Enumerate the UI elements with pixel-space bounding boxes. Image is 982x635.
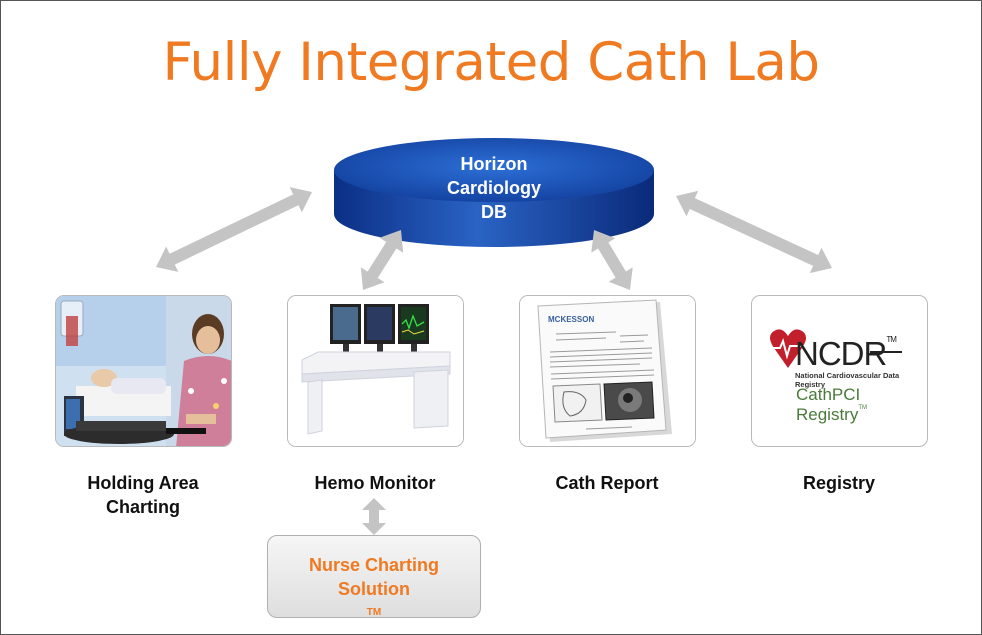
nurse-photo-illustration xyxy=(56,296,231,446)
heart-logo-icon xyxy=(770,329,902,368)
ncdr-subtitle: National Cardiovascular Data Registry xyxy=(795,371,900,389)
cathpci-wordmark: CathPCI RegistryTM xyxy=(796,385,927,425)
arrow-hemo-nurse xyxy=(362,498,386,535)
node-label-holding-line1: Holding Area xyxy=(87,473,199,493)
ncdr-trademark: TM xyxy=(886,335,897,344)
ncdr-wordmark: NCDRTM xyxy=(795,335,897,373)
database-label: Horizon Cardiology DB xyxy=(382,152,606,224)
database-label-line1: Horizon xyxy=(460,154,528,174)
cathpci-text: CathPCI Registry xyxy=(796,385,861,424)
arrow-db-holding-area xyxy=(156,187,312,272)
database-label-line2: Cardiology xyxy=(446,178,541,198)
report-document-illustration: MCKESSON xyxy=(520,296,695,446)
holding-area-image xyxy=(55,295,232,447)
arrow-db-hemo-monitor xyxy=(360,230,404,290)
node-label-hemo-monitor: Hemo Monitor xyxy=(314,473,436,493)
cath-report-image: MCKESSON xyxy=(519,295,696,447)
cathpci-trademark: TM xyxy=(858,405,868,411)
node-label-holding-line2: Charting xyxy=(106,497,180,517)
registry-logo-image: NCDRTM National Cardiovascular Data Regi… xyxy=(751,295,928,447)
nurse-charting-line1: Nurse Charting xyxy=(308,555,440,575)
nurse-charting-solution: Solution xyxy=(338,579,410,599)
ncdr-text: NCDR xyxy=(795,335,887,372)
node-label-holding-area: Holding Area Charting xyxy=(33,471,253,519)
report-brand: MCKESSON xyxy=(548,315,594,324)
database-label-line3: DB xyxy=(481,202,507,222)
slide-title: Fully Integrated Cath Lab xyxy=(162,32,820,93)
database-cylinder xyxy=(334,138,654,247)
node-label-registry: Registry xyxy=(802,473,876,493)
node-label-cath-report: Cath Report xyxy=(555,473,659,493)
arrow-layer xyxy=(156,187,833,535)
nurse-charting-trademark: TM xyxy=(366,607,382,618)
arrow-db-cath-report xyxy=(591,230,633,290)
hemo-monitor-image xyxy=(287,295,464,447)
workstation-illustration xyxy=(288,296,463,446)
arrow-db-registry xyxy=(676,190,833,274)
